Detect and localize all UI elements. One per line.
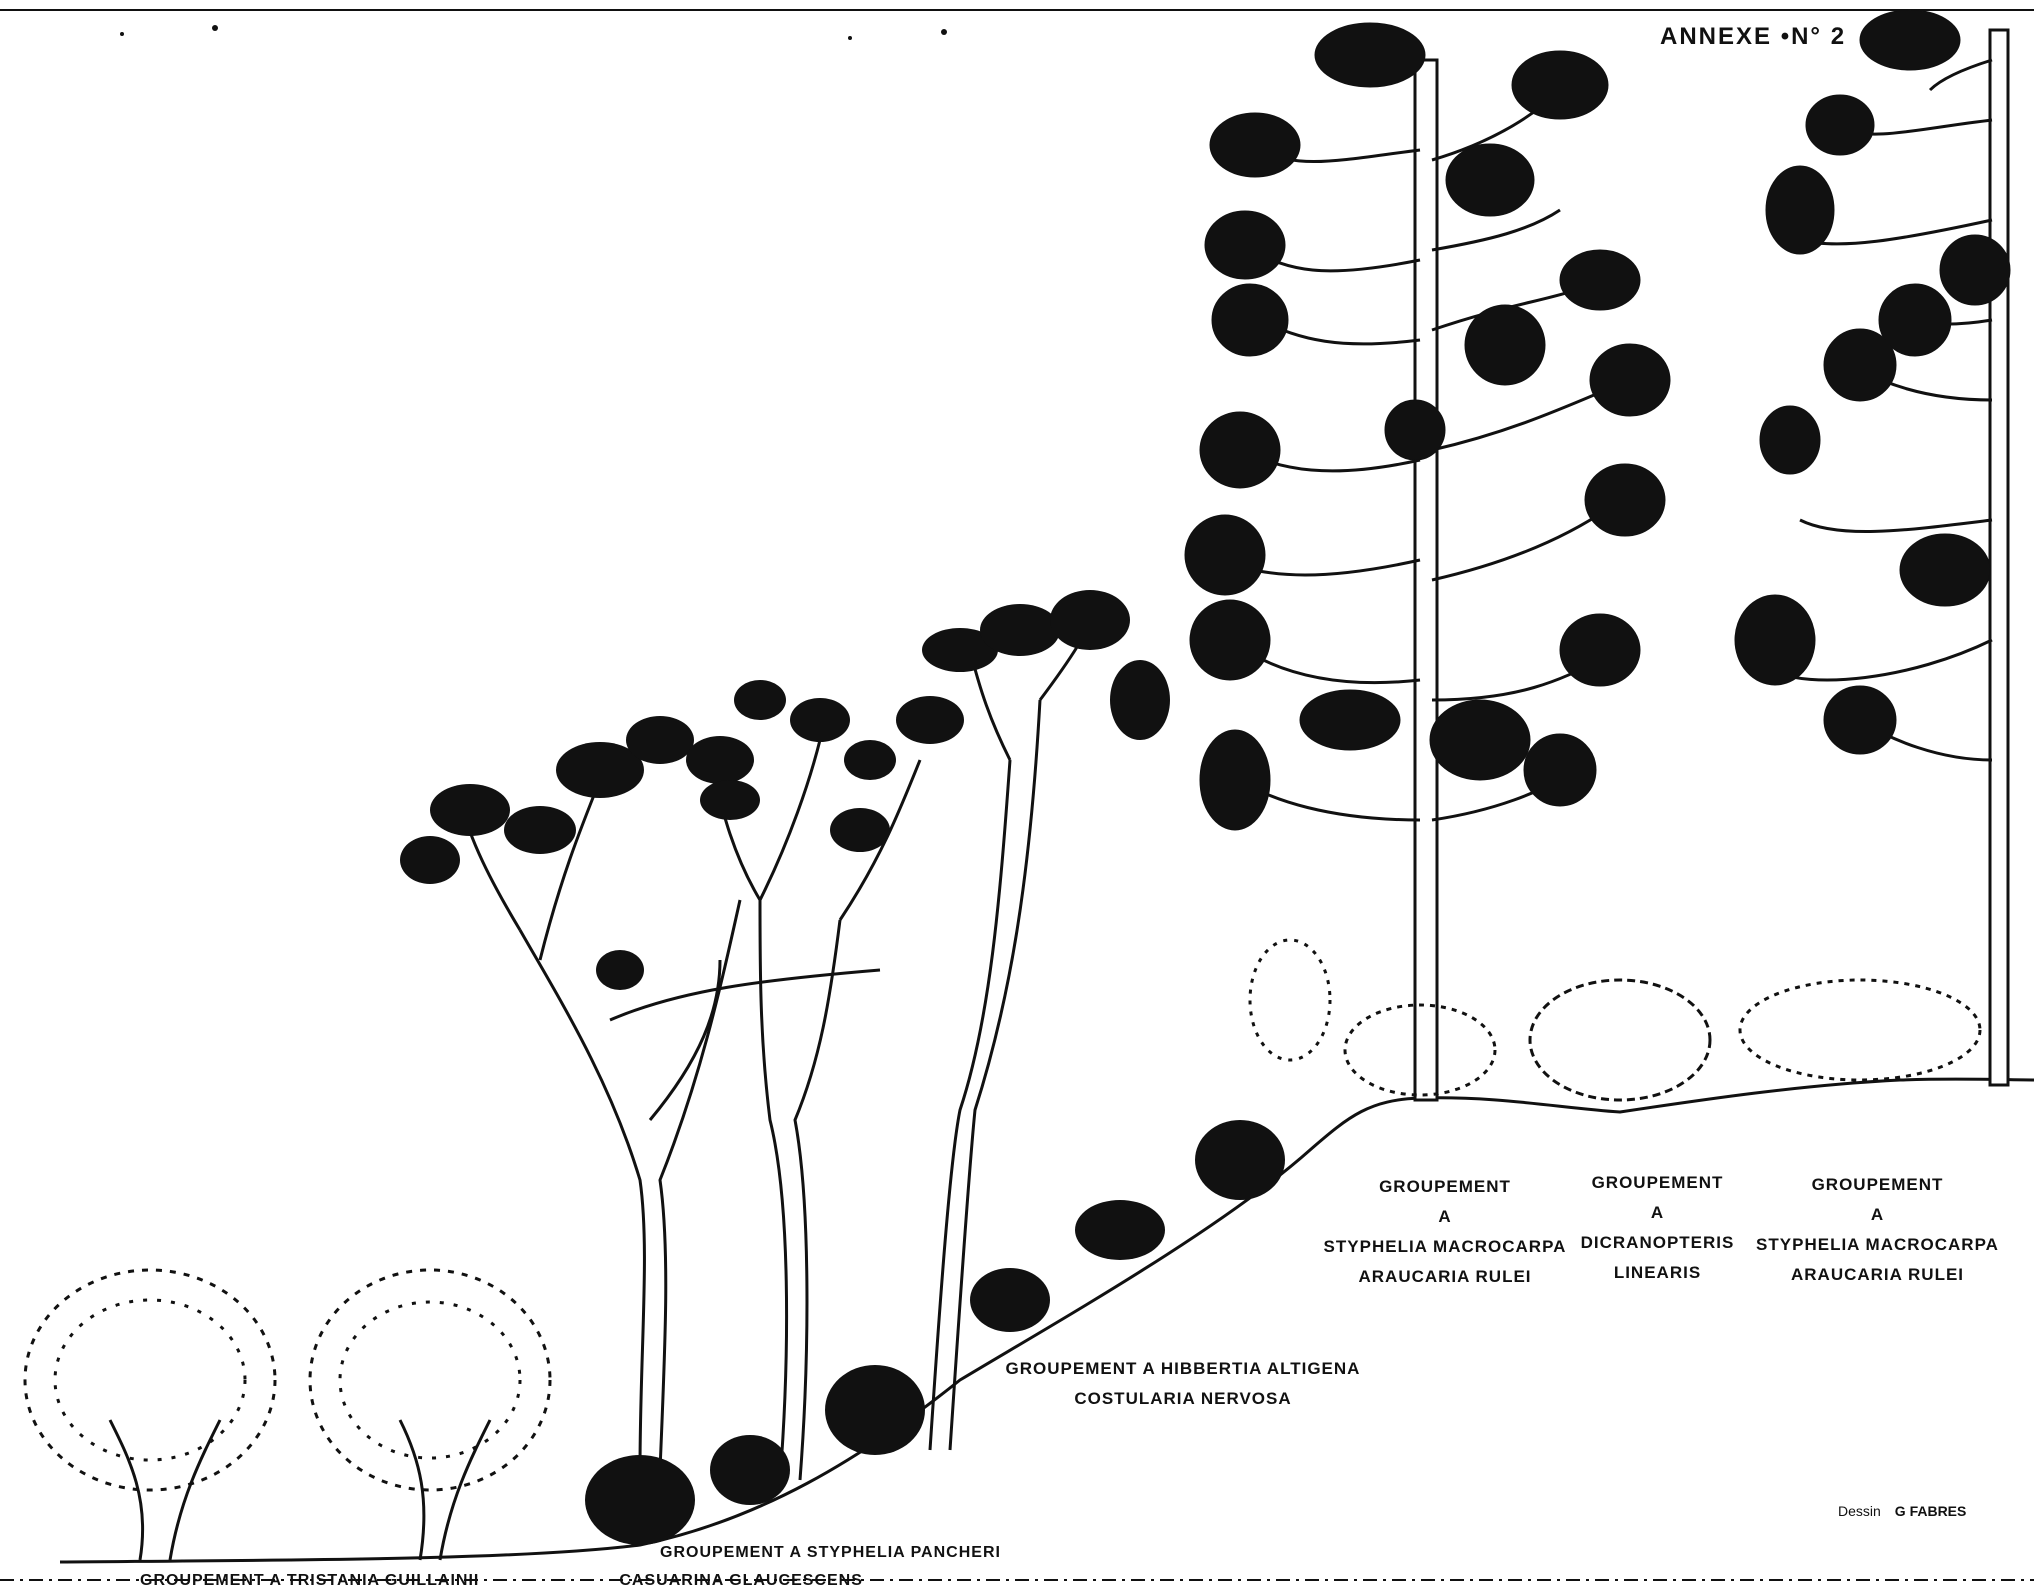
araucaria-tree-right bbox=[1735, 10, 2010, 1085]
grouping-tristania: GROUPEMENT A TRISTANIA GUILLAINII bbox=[140, 1572, 479, 1589]
casuarina-tree-group bbox=[460, 600, 1100, 1480]
casuarina-foliage bbox=[400, 590, 1170, 990]
grouping-line: GROUPEMENT bbox=[1755, 1170, 2000, 1200]
grass-tussocks bbox=[585, 1120, 1285, 1545]
bottom-grouping-row: GROUPEMENT A TRISTANIA GUILLAINII CASUARI… bbox=[140, 1566, 863, 1596]
grouping-hibbertia-costularia: GROUPEMENT A HIBBERTIA ALTIGENA COSTULAR… bbox=[998, 1354, 1368, 1414]
grouping-line: LINEARIS bbox=[1570, 1258, 1745, 1288]
grouping-line: A bbox=[1320, 1202, 1570, 1232]
grouping-styphelia-pancheri: GROUPEMENT A STYPHELIA PANCHERI bbox=[660, 1538, 1001, 1568]
credit-prefix: Dessin bbox=[1838, 1503, 1881, 1519]
grouping-casuarina: CASUARINA GLAUCESCENS bbox=[619, 1572, 863, 1589]
grouping-line: GROUPEMENT A HIBBERTIA ALTIGENA bbox=[998, 1354, 1368, 1384]
ground-slope-line bbox=[60, 1079, 2034, 1562]
terrace-shrubs bbox=[1250, 940, 1980, 1100]
grouping-line: COSTULARIA NERVOSA bbox=[998, 1384, 1368, 1414]
grouping-line: DICRANOPTERIS bbox=[1570, 1228, 1745, 1258]
araucaria-tree-left bbox=[1185, 23, 1670, 1100]
grouping-line: GROUPEMENT bbox=[1570, 1168, 1745, 1198]
grouping-styphelia-araucaria-right: GROUPEMENT A STYPHELIA MACROCARPA ARAUCA… bbox=[1755, 1170, 2000, 1290]
tristania-shrub-left bbox=[25, 1270, 275, 1560]
annex-title: ANNEXE •N° 2 bbox=[1660, 22, 1846, 52]
credit-author: G FABRES bbox=[1895, 1503, 1967, 1519]
grouping-line: STYPHELIA MACROCARPA bbox=[1320, 1232, 1570, 1262]
grouping-styphelia-araucaria-left: GROUPEMENT A STYPHELIA MACROCARPA ARAUCA… bbox=[1320, 1172, 1570, 1292]
grouping-line: ARAUCARIA RULEI bbox=[1755, 1260, 2000, 1290]
paper-specks bbox=[120, 25, 947, 40]
grouping-dicranopteris: GROUPEMENT A DICRANOPTERIS LINEARIS bbox=[1570, 1168, 1745, 1288]
drawing-credit: Dessin G FABRES bbox=[1838, 1496, 1966, 1526]
grouping-line: A bbox=[1570, 1198, 1745, 1228]
grouping-line: GROUPEMENT bbox=[1320, 1172, 1570, 1202]
tristania-shrub-right bbox=[310, 1270, 550, 1560]
grouping-line: ARAUCARIA RULEI bbox=[1320, 1262, 1570, 1292]
grouping-line: A bbox=[1755, 1200, 2000, 1230]
grouping-line: STYPHELIA MACROCARPA bbox=[1755, 1230, 2000, 1260]
